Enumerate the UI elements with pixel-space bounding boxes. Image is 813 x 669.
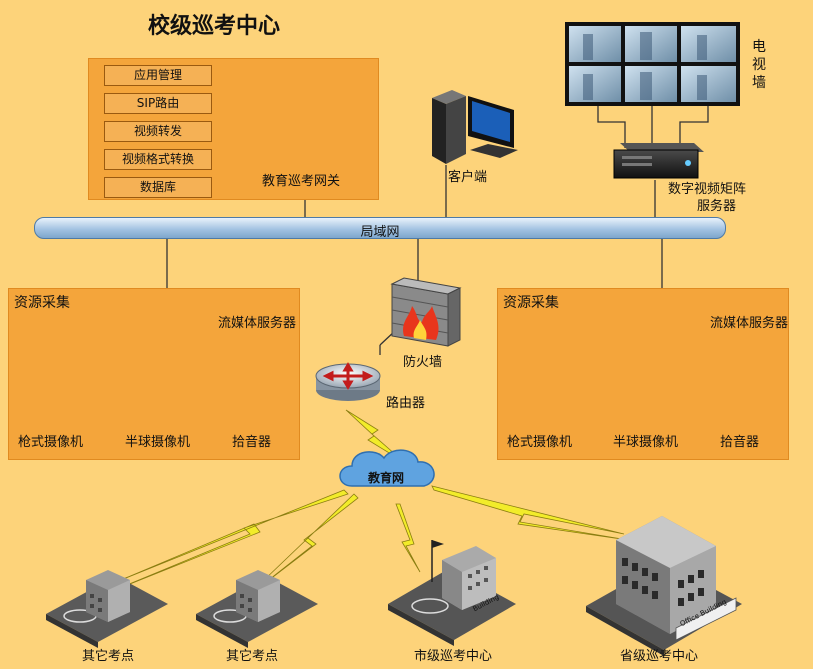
right-collection-panel xyxy=(497,288,789,460)
gateway-label: 教育巡考网关 xyxy=(262,174,341,189)
right-server-label: 流媒体服务器 xyxy=(710,316,789,331)
other-site-2-label: 其它考点 xyxy=(226,649,279,664)
left-pickup-label: 拾音器 xyxy=(232,435,272,450)
right-collection-title: 资源采集 xyxy=(503,295,559,311)
video-wall-char: 视 xyxy=(752,57,766,73)
province-center-label: 省级巡考中心 xyxy=(620,649,699,664)
other-site-2-icon xyxy=(196,570,318,648)
right-pickup-label: 拾音器 xyxy=(720,435,760,450)
city-center-icon xyxy=(388,540,516,646)
left-collection-panel xyxy=(8,288,300,460)
right-dome-camera-label: 半球摄像机 xyxy=(613,435,679,450)
left-server-label: 流媒体服务器 xyxy=(218,316,297,331)
left-gun-camera-label: 枪式摄像机 xyxy=(18,435,84,450)
other-site-1-icon xyxy=(46,570,168,648)
lan-label: 局域网 xyxy=(360,225,400,240)
router-icon xyxy=(315,362,381,401)
province-center-icon xyxy=(586,516,742,656)
other-site-1-label: 其它考点 xyxy=(82,649,135,664)
city-center-label: 市级巡考中心 xyxy=(414,649,493,664)
client-pc-icon xyxy=(432,90,518,164)
video-wall-char: 电 xyxy=(752,39,766,55)
menu-item-video-forward[interactable]: 视频转发 xyxy=(104,121,212,142)
video-wall xyxy=(565,22,740,106)
menu-item-format-convert[interactable]: 视频格式转换 xyxy=(104,149,212,170)
left-dome-camera-label: 半球摄像机 xyxy=(125,435,191,450)
matrix-server-label-line2: 服务器 xyxy=(697,199,737,214)
edu-net-cloud-icon xyxy=(339,449,435,487)
firewall-label: 防火墙 xyxy=(403,355,443,370)
page-title: 校级巡考中心 xyxy=(148,14,281,39)
left-collection-title: 资源采集 xyxy=(14,295,70,311)
menu-item-app-mgmt[interactable]: 应用管理 xyxy=(104,65,212,86)
menu-item-database[interactable]: 数据库 xyxy=(104,177,212,198)
video-wall-label: 电 视 墙 xyxy=(751,38,767,92)
menu-item-sip-routing[interactable]: SIP路由 xyxy=(104,93,212,114)
matrix-server-label-line1: 数字视频矩阵 xyxy=(668,182,747,197)
lan-bus: 局域网 xyxy=(34,217,726,240)
router-label: 路由器 xyxy=(386,396,426,411)
client-label: 客户端 xyxy=(448,170,488,185)
firewall-icon xyxy=(390,277,462,347)
video-wall-char: 墙 xyxy=(752,75,766,91)
right-gun-camera-label: 枪式摄像机 xyxy=(507,435,573,450)
matrix-server-icon xyxy=(613,143,704,179)
edu-net-label: 教育网 xyxy=(368,471,405,485)
